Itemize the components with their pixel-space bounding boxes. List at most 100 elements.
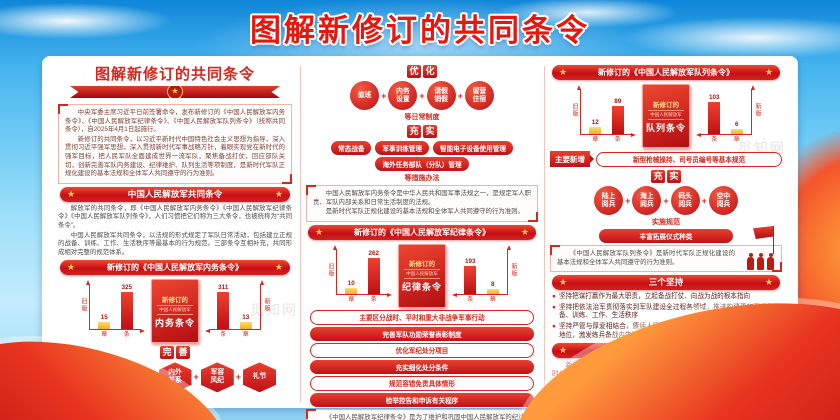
axis-arrow-icon xyxy=(506,244,511,250)
book-title: 纪律条令 xyxy=(401,282,442,293)
bar-group: 89 条 xyxy=(609,89,626,143)
book-top-text: 新修订的 xyxy=(162,296,188,304)
star-icon xyxy=(167,86,183,98)
bar-value: 311 xyxy=(218,284,229,292)
jilv-pill-stack: 主要区分战时、平时和重大非战争军事行动 完善军队功勋荣誉表彰制度 优化军纪处分项… xyxy=(310,309,534,407)
circle-line: 阅兵 xyxy=(716,200,731,208)
plot-area: 311 条 13 章 xyxy=(209,284,261,338)
flag-icon xyxy=(753,226,773,239)
section-banner-common: 中国人民解放军共同条令 xyxy=(60,186,290,202)
pill: 海外任务部队（分队）管理 xyxy=(375,157,469,171)
axis-arrow-icon xyxy=(86,280,91,286)
axis-arrow-icon xyxy=(333,244,338,250)
bar-label: 章 xyxy=(242,332,249,339)
book-title: 内务条令 xyxy=(154,317,195,328)
hexagon-caption: 等基本规范 xyxy=(157,396,193,404)
badge-youhua: 优 化 xyxy=(306,65,538,78)
badge-char: 优 xyxy=(407,65,421,78)
bar-label: 条 xyxy=(220,332,227,339)
neiwu-new-edition-chart: 新版 311 条 13 章 xyxy=(205,280,272,342)
circle-item: 内务设置 xyxy=(388,81,418,110)
pill-row: 常态战备 军事训练管理 智能电子设备使用管理 xyxy=(306,141,538,155)
badge-char: 充 xyxy=(651,170,665,183)
bar-value: 325 xyxy=(121,284,132,292)
pill: 军事训练管理 xyxy=(375,141,429,155)
bar-value: 12 xyxy=(591,119,599,126)
duilie-new-edition-chart: 新版 103 条 6 章 xyxy=(696,85,763,147)
bar-group: 262 条 xyxy=(365,249,382,303)
pill: 主要区分战时、平时和重大非战争军事行动 xyxy=(310,309,534,325)
column-divider xyxy=(300,66,301,402)
jilv-chart-row: 旧版 10 章 262 条 新修订的 xyxy=(306,243,538,308)
plus-icon: + xyxy=(457,90,463,101)
bullet-item: ● 坚持把依法治军贯彻落实到军队建设全过程各领域，推进构建更加正规的战备、训练、… xyxy=(552,304,780,321)
plus-icon: + xyxy=(419,90,425,101)
jilv-book: 新修订的 中国人民解放军 纪律条令 xyxy=(398,243,446,308)
neiwu-book: 新修订的 中国人民解放军 内务条令 xyxy=(151,279,199,344)
circle-line: 阅兵 xyxy=(601,200,616,208)
bar-red xyxy=(217,292,230,330)
left-heading: 图解新修订的共同条令 xyxy=(94,66,255,83)
pill: 完善军队功勋荣誉表彰制度 xyxy=(310,326,534,341)
bar-red xyxy=(120,292,133,330)
pill: 新型枪械操持、司号员编号等基本规范 xyxy=(596,151,782,167)
bullet-text: 坚持把谋打赢作为最大职责，立起备战打仗、向战为战的根本指向 xyxy=(558,293,751,301)
book-top-text: 新修订的 xyxy=(653,101,679,109)
bar-yellow xyxy=(589,127,602,134)
book-sub-text: 中国人民解放军 xyxy=(648,109,684,120)
pill-row: 海外任务部队（分队）管理 xyxy=(306,157,538,171)
book-top-text: 新修订的 xyxy=(409,261,435,269)
bar-value: 15 xyxy=(100,314,108,322)
bar-value: 10 xyxy=(347,279,355,287)
hex-line: 礼节 xyxy=(252,373,267,381)
pill: 常态战备 xyxy=(331,141,372,155)
plot-area: 10 章 262 条 xyxy=(336,248,388,303)
plus-icon: + xyxy=(625,195,631,206)
bar-label: 条 xyxy=(614,137,621,143)
bar-group: 311 条 xyxy=(215,284,232,338)
pills-caption: 等措施办法 xyxy=(404,175,440,182)
pill: 优化军纪处分项目 xyxy=(310,342,534,358)
hexagon-item: 内外关系 xyxy=(158,362,192,393)
parade-circle-row: 陆上阅兵 + 海上阅兵 + 码头阅兵 + 空中阅兵 xyxy=(550,186,782,215)
bar-group: 10 章 xyxy=(343,249,360,303)
circle-item: 请假销假 xyxy=(426,81,456,110)
axis-arrow-icon xyxy=(205,328,210,333)
hexagon-item: 礼节 xyxy=(243,362,277,393)
badge-char: 充 xyxy=(407,125,421,138)
y-axis-label: 旧版 xyxy=(80,298,86,313)
bar-value: 13 xyxy=(242,314,250,322)
badge-char: 善 xyxy=(176,346,190,360)
bar-label: 条 xyxy=(711,137,718,143)
badge-wanshan: 完 善 xyxy=(58,346,292,360)
duilie-chart-row: 旧版 12 章 89 条 新修订的 xyxy=(550,84,782,148)
bar-group: 193 条 xyxy=(462,249,479,303)
jilv-old-edition-chart: 旧版 10 章 262 条 xyxy=(325,244,392,307)
duilie-definition-box: 《中国人民解放军队列条令》是新时代军队正规化建设的基本法规和全体军人共同遵守的行… xyxy=(550,226,782,273)
ribbon-decoration xyxy=(70,86,280,98)
circle-line: 码头 xyxy=(678,192,692,200)
bar-yellow xyxy=(345,287,358,294)
pill: 智能电子设备使用管理 xyxy=(433,141,513,155)
bar-red xyxy=(464,265,477,294)
book-sub-text: 中国人民解放军 xyxy=(157,304,193,315)
axis-arrow-icon xyxy=(577,85,582,90)
bar-yellow xyxy=(486,288,499,294)
plus-icon: + xyxy=(151,372,157,383)
bar-red xyxy=(708,102,721,134)
bar-value: 8 xyxy=(490,280,495,288)
hex-line: 风纪 xyxy=(210,377,225,385)
section-banner-neiwu: 新修订的《中国人民解放军内务条令》 xyxy=(60,260,290,276)
plot-area: 15 章 325 条 xyxy=(89,284,141,338)
page-title: 图解新修订的共同条令 xyxy=(250,13,590,48)
hexagon-item: 军人职责 xyxy=(116,362,150,393)
y-axis-label: 新版 xyxy=(754,103,760,117)
bar-label: 章 xyxy=(592,137,599,143)
bar-label: 章 xyxy=(733,137,740,143)
circle-line: 阅兵 xyxy=(678,200,692,208)
bullet-item: ● 坚持严管与厚爱相结合，赓续人民军队光荣传统和优良作风，尊重官兵主体地位，激发… xyxy=(552,323,780,340)
badge-char: 实 xyxy=(423,125,437,138)
hexagon-item: 军容风纪 xyxy=(200,362,234,393)
circle-line: 销假 xyxy=(434,95,448,103)
